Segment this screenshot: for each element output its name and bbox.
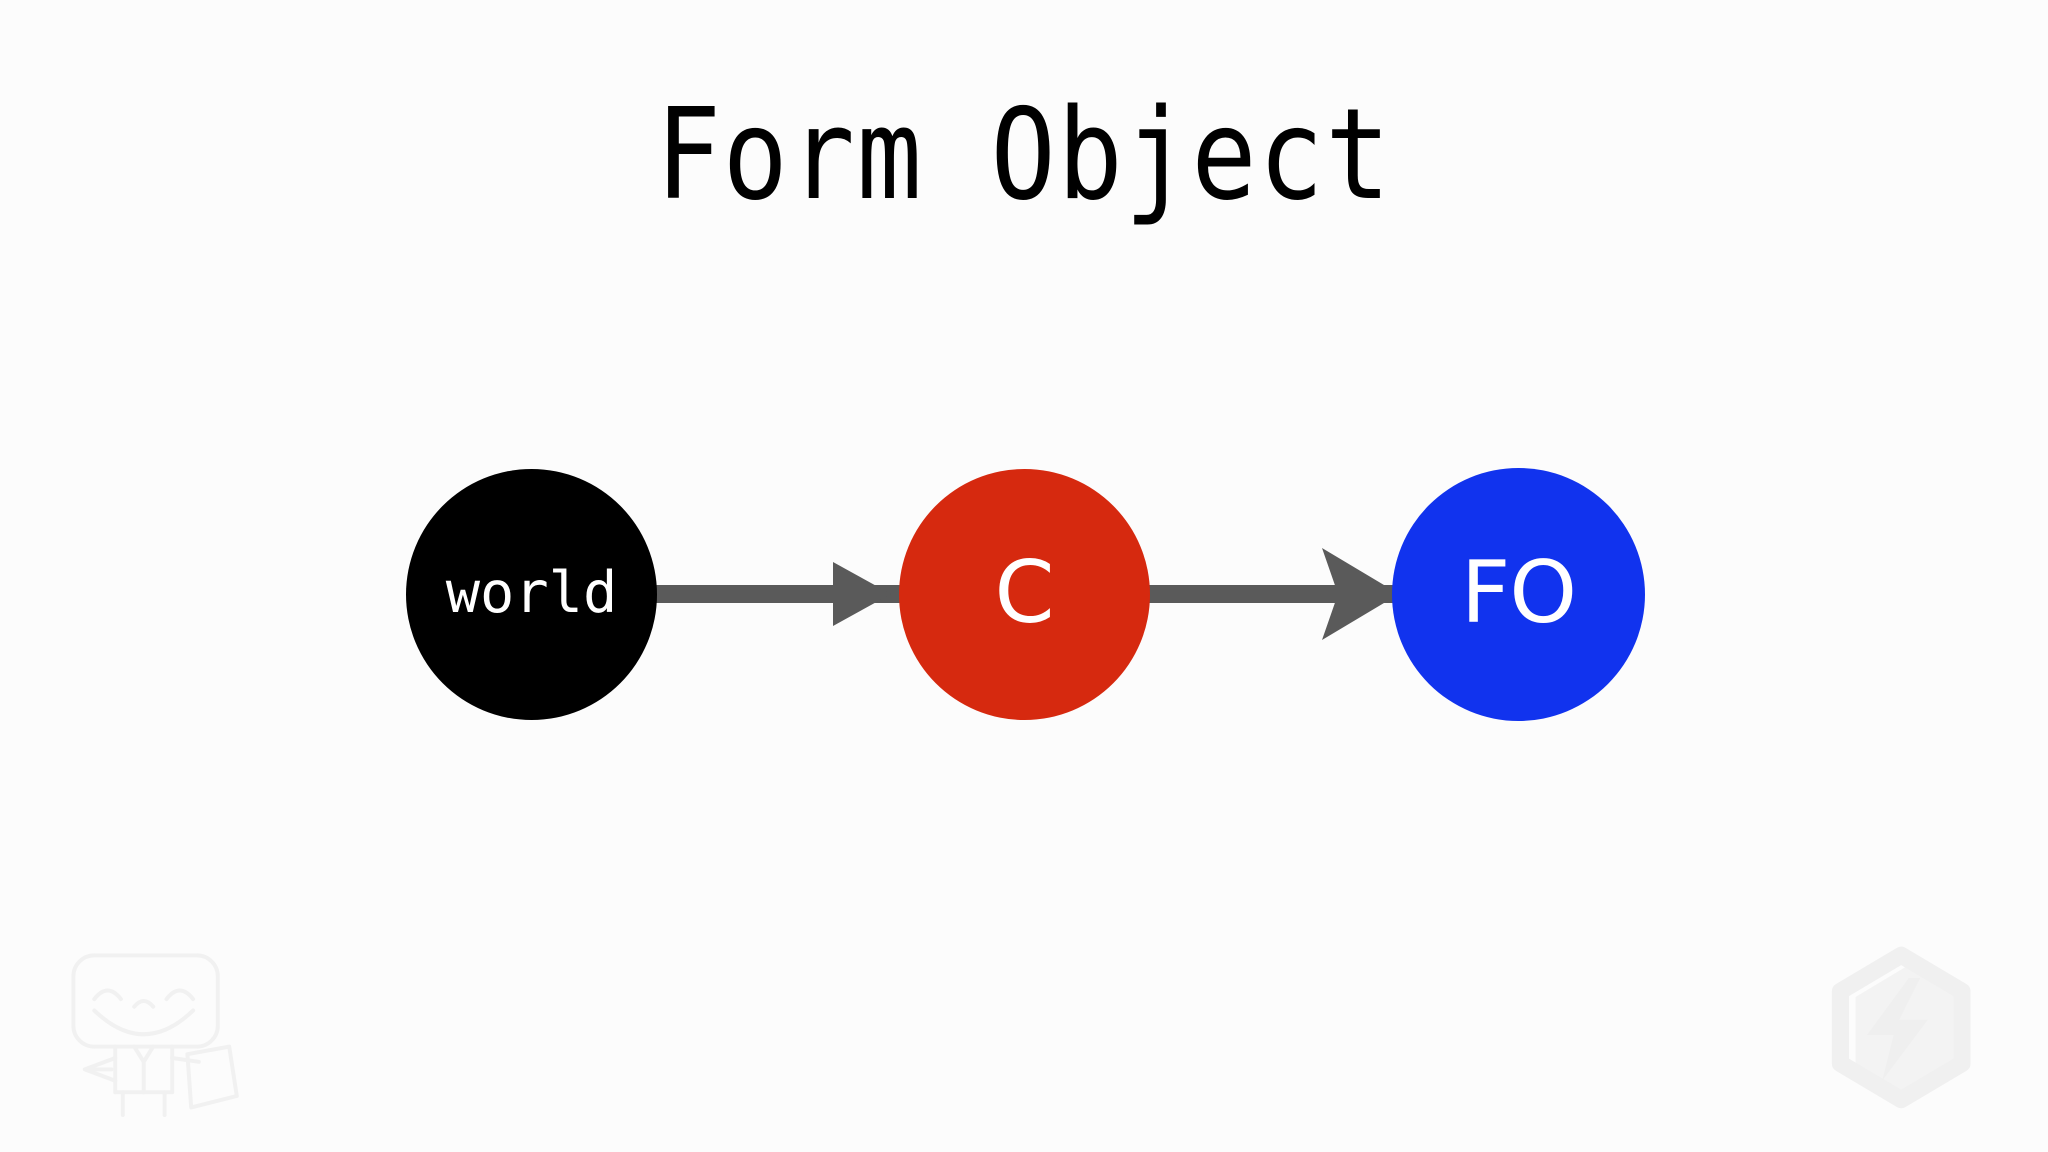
edge-world-to-c — [653, 562, 933, 626]
edge-world-to-c-arrowhead — [833, 562, 891, 626]
edge-c-to-fo — [1148, 548, 1418, 640]
graph-node-world-label: world — [445, 560, 618, 626]
graph-node-c[interactable]: C — [899, 469, 1150, 720]
edge-c-to-fo-arrowhead — [1322, 548, 1399, 640]
graph-node-c-label: C — [994, 542, 1055, 643]
graph-node-fo-label: FO — [1460, 542, 1577, 643]
page-title: Form Object — [655, 81, 1393, 228]
graph-node-fo[interactable]: FO — [1392, 468, 1645, 721]
graph-node-world[interactable]: world — [406, 469, 657, 720]
